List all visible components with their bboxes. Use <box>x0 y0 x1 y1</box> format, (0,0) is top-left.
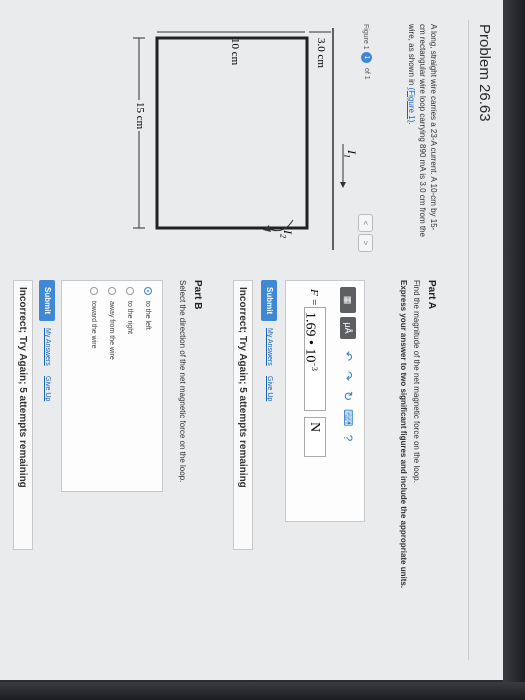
width-dimension-label: 15 cm <box>134 100 146 132</box>
answer-value: 1.69 • 10 <box>302 312 318 363</box>
direction-options: to the left to the right away from the w… <box>61 280 163 492</box>
wire-loop-diagram <box>133 28 346 250</box>
part-a-feedback: Incorrect; Try Again; 5 attempts remaini… <box>233 280 253 550</box>
monitor-bezel-bottom <box>0 682 525 700</box>
problem-text-end: . <box>407 122 416 125</box>
current-i1-subscript: 1 <box>342 154 352 158</box>
monitor-bezel-right <box>503 0 525 700</box>
option-label: to the left <box>144 301 152 330</box>
figure-index-badge: 1 <box>361 52 372 63</box>
answer-unit-field[interactable]: N <box>304 417 326 457</box>
rectangular-loop <box>155 36 309 230</box>
part-a-submit-button[interactable]: Submit <box>261 280 277 322</box>
header-divider <box>468 20 469 660</box>
part-a-give-up-link[interactable]: Give Up <box>266 376 273 402</box>
figure-count: of 1 <box>363 68 370 80</box>
assignment-page: Problem 26.63 A long, straight wire carr… <box>0 0 503 680</box>
reset-icon[interactable]: ↻ <box>341 390 355 402</box>
radio-icon[interactable] <box>108 287 116 295</box>
part-b-description: Select the direction of the net magnetic… <box>178 280 187 483</box>
problem-title: Problem 26.63 <box>476 24 493 122</box>
part-b-title: Part B <box>192 280 203 310</box>
radio-selected-icon[interactable] <box>144 287 152 295</box>
current-i1-label: I1 <box>343 150 359 158</box>
part-a-instructions: Express your answer to two significant f… <box>399 280 408 589</box>
figure-label: Figure 1 <box>362 24 369 50</box>
part-b-feedback: Incorrect; Try Again; 5 attempts remaini… <box>13 280 33 550</box>
part-b-give-up-link[interactable]: Give Up <box>44 376 51 402</box>
keyboard-icon[interactable]: ⌨ <box>341 409 355 427</box>
undo-icon[interactable]: ↶ <box>341 350 355 362</box>
option-to-the-left[interactable]: to the left <box>144 287 152 330</box>
figure-next-button[interactable]: > <box>358 234 373 252</box>
current-arrow-head <box>340 182 346 188</box>
redo-icon[interactable]: ↷ <box>341 370 355 382</box>
figure-header: Figure 1 1 of 1 < > <box>355 24 373 254</box>
option-away-from-the-wire[interactable]: away from the wire <box>108 287 116 360</box>
figure-diagram: I1 I2 3.0 cm 10 cm 15 cm <box>53 24 359 254</box>
option-label: to the right <box>126 301 134 335</box>
part-b-submit-button[interactable]: Submit <box>39 280 55 322</box>
answer-panel: ▦ μÅ ↶ ↷ ↻ ⌨ ? F = 1.69 • 10−3 N <box>285 280 365 522</box>
answer-value-field[interactable]: 1.69 • 10−3 <box>302 307 326 411</box>
figure-prev-button[interactable]: < <box>358 214 373 232</box>
variable-label: F = <box>308 289 320 306</box>
current-i2-label: I2 <box>279 230 295 238</box>
radio-icon[interactable] <box>126 287 134 295</box>
answer-exponent: −3 <box>310 362 319 371</box>
option-to-the-right[interactable]: to the right <box>126 287 134 334</box>
units-button[interactable]: μÅ <box>340 317 356 339</box>
templates-button[interactable]: ▦ <box>340 287 356 313</box>
help-icon[interactable]: ? <box>341 434 355 442</box>
option-toward-the-wire[interactable]: toward the wire <box>90 287 98 348</box>
current-i2-subscript: 2 <box>278 234 288 238</box>
figure-link[interactable]: (Figure 1) <box>407 87 416 123</box>
part-a-description: Find the magnitude of the net magnetic f… <box>412 280 421 483</box>
height-dimension-label: 10 cm <box>229 38 241 66</box>
loop-current-arrow-head <box>263 225 271 232</box>
option-label: toward the wire <box>90 301 98 349</box>
option-label: away from the wire <box>108 301 116 360</box>
part-a-my-answers-link[interactable]: My Answers <box>266 328 273 366</box>
part-a-title: Part A <box>426 280 437 310</box>
problem-text: A long, straight wire carries a 23-A cur… <box>407 24 438 237</box>
problem-statement: A long, straight wire carries a 23-A cur… <box>406 24 439 239</box>
part-b-my-answers-link[interactable]: My Answers <box>44 328 51 366</box>
gap-dimension-label: 3.0 cm <box>315 38 327 68</box>
radio-icon[interactable] <box>90 287 98 295</box>
